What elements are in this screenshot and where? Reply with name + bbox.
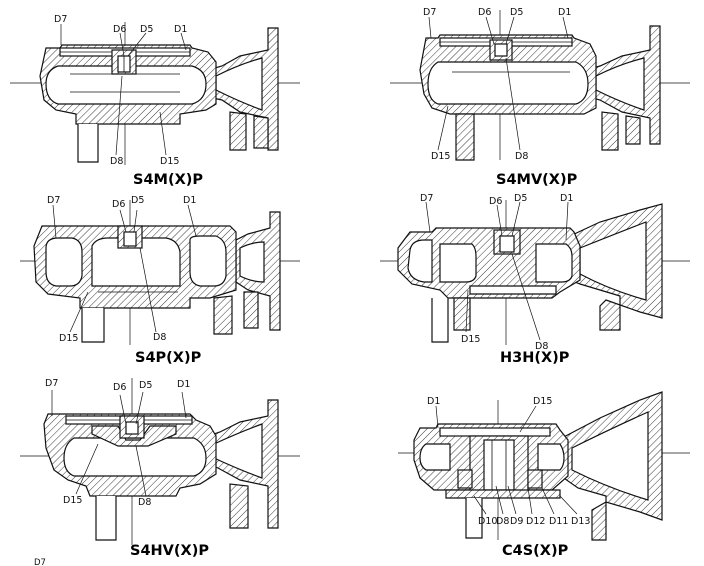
s4p-label-d15: D15	[59, 333, 78, 344]
c4s-label-d1: D1	[427, 396, 440, 407]
h3h-label-d1: D1	[560, 193, 573, 204]
s4p-title: S4P(X)P	[135, 350, 202, 366]
c4s-label-d10: D10	[478, 516, 497, 527]
s4mv-label-d8: D8	[515, 151, 528, 162]
s4m-label-d5: D5	[140, 24, 153, 35]
s4hv-label-d6: D6	[113, 382, 126, 393]
s4p-label-d7: D7	[47, 195, 60, 206]
s4hv-label-d5: D5	[139, 380, 152, 391]
s4m-label-d6: D6	[113, 24, 126, 35]
footer-label: D7	[34, 558, 46, 566]
s4mv-label-d1: D1	[558, 7, 571, 18]
panel-h3h: D7 D6 D5 D1 D15 D8 H3H(X)P	[380, 193, 690, 366]
h3h-label-d6: D6	[489, 196, 502, 207]
panel-s4m: D7 D6 D5 D1 D8 D15 S4M(X)P	[10, 14, 300, 188]
s4m-label-d7: D7	[54, 14, 67, 25]
c4s-label-d12: D12	[526, 516, 545, 527]
s4m-label-d15: D15	[160, 156, 179, 167]
c4s-label-d15: D15	[533, 396, 552, 407]
s4p-label-d5: D5	[131, 195, 144, 206]
s4m-label-d1: D1	[174, 24, 187, 35]
s4mv-label-d15: D15	[431, 151, 450, 162]
panel-c4s: D1 D15 D10 D8 D9 D12 D11 D13 C4S(X)P	[398, 391, 690, 559]
s4p-label-d1: D1	[183, 195, 196, 206]
s4p-label-d6: D6	[112, 199, 125, 210]
s4mv-title: S4MV(X)P	[496, 172, 578, 188]
c4s-label-d11: D11	[549, 516, 568, 527]
s4mv-label-d6: D6	[478, 7, 491, 18]
h3h-label-d7: D7	[420, 193, 433, 204]
panel-s4mv: D7 D6 D5 D1 D15 D8 S4MV(X)P	[390, 7, 690, 188]
c4s-label-d13: D13	[571, 516, 590, 527]
c4s-label-d9: D9	[510, 516, 523, 527]
s4hv-title: S4HV(X)P	[130, 543, 209, 559]
h3h-title: H3H(X)P	[500, 350, 570, 366]
h3h-label-d8: D8	[535, 341, 548, 352]
panel-s4hv: D7 D6 D5 D1 D15 D8 S4HV(X)P	[20, 378, 300, 559]
s4mv-label-d7: D7	[423, 7, 436, 18]
s4hv-label-d1: D1	[177, 379, 190, 390]
s4hv-label-d15: D15	[63, 495, 82, 506]
c4s-label-d8: D8	[496, 516, 509, 527]
s4mv-label-d5: D5	[510, 7, 523, 18]
c4s-title: C4S(X)P	[502, 543, 569, 559]
s4p-label-d8: D8	[153, 332, 166, 343]
s4hv-label-d7: D7	[45, 378, 58, 389]
h3h-label-d5: D5	[514, 193, 527, 204]
s4m-label-d8: D8	[110, 156, 123, 167]
h3h-label-d15: D15	[461, 334, 480, 345]
s4m-title: S4M(X)P	[133, 172, 203, 188]
s4hv-label-d8: D8	[138, 497, 151, 508]
panel-s4p: D7 D6 D5 D1 D15 D8 S4P(X)P	[20, 195, 300, 366]
